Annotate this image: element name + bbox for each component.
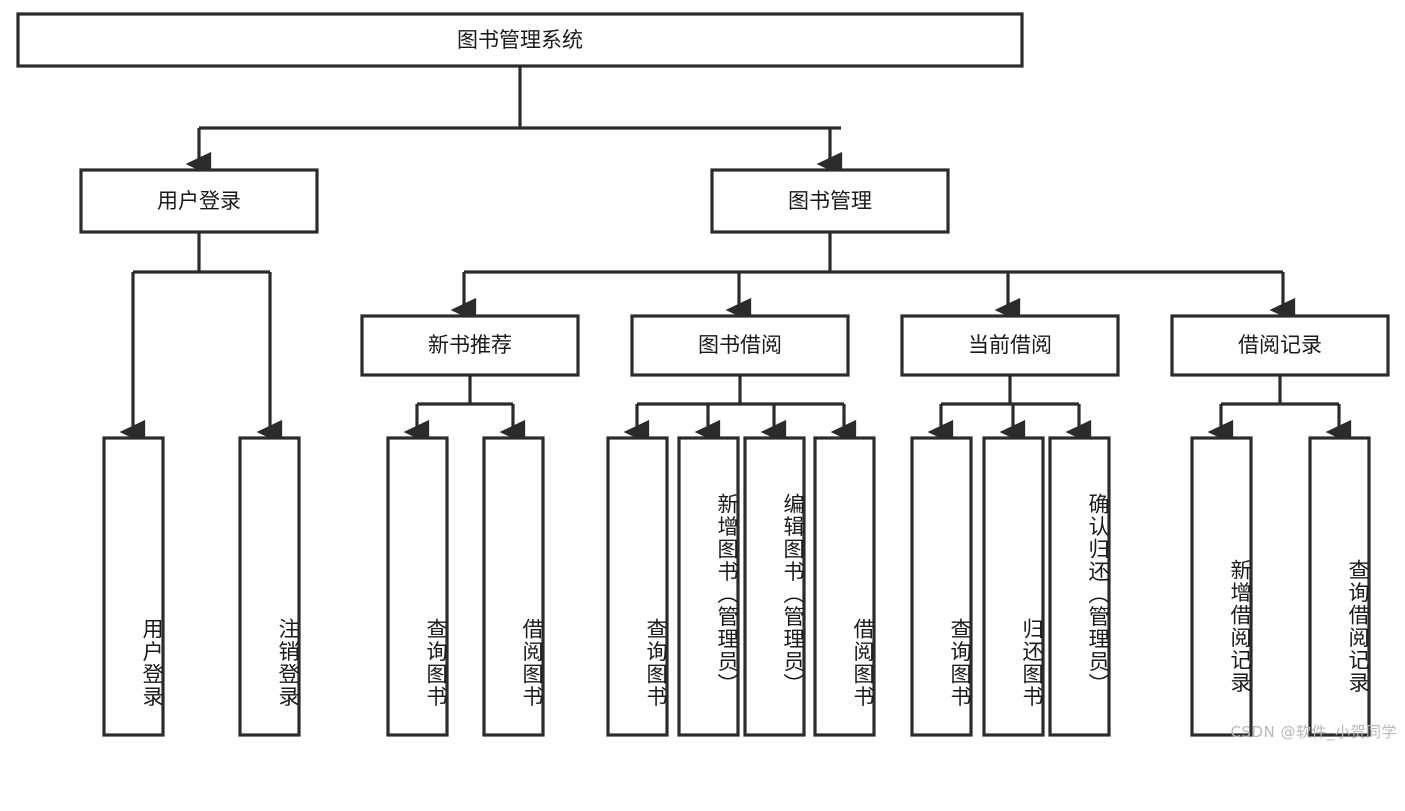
leaf-add-record-box[interactable] — [1190, 436, 1253, 737]
node-current-borrow-label: 当前借阅 — [968, 333, 1052, 357]
node-borrow-record-label: 借阅记录 — [1238, 333, 1322, 357]
connector-lines — [119, 66, 1352, 445]
leaf-query-book-cur-box[interactable] — [910, 436, 973, 737]
node-current-borrow-box[interactable] — [900, 314, 1120, 377]
node-book-borrow-label: 图书借阅 — [698, 333, 782, 357]
leaf-confirm-return-box[interactable] — [1048, 436, 1111, 737]
node-user-login-box[interactable] — [79, 168, 319, 234]
node-user-login-label: 用户登录 — [157, 189, 241, 213]
diagram-canvas: 图书管理系统 用户登录 图书管理 新书推荐 图书借阅 当前借阅 借阅记录 — [16, 12, 1397, 741]
node-book-borrow-box[interactable] — [630, 314, 850, 377]
node-new-book-recommend-label: 新书推荐 — [428, 333, 512, 357]
hierarchy-tree-svg: 图书管理系统 用户登录 图书管理 新书推荐 图书借阅 当前借阅 借阅记录 — [16, 12, 1390, 737]
csdn-watermark: CSDN @软件_小贺同学 — [1230, 723, 1397, 741]
leaf-logout-box[interactable] — [238, 436, 301, 737]
node-boxes: 图书管理系统 用户登录 图书管理 新书推荐 图书借阅 当前借阅 借阅记录 — [16, 12, 1390, 737]
leaf-return-book-box[interactable] — [982, 436, 1045, 737]
node-book-manage-label: 图书管理 — [788, 189, 872, 213]
leaf-user-login-box[interactable] — [102, 436, 165, 737]
leaf-query-book-new-box[interactable] — [386, 436, 449, 737]
node-borrow-record-box[interactable] — [1170, 314, 1390, 377]
leaf-borrow-book-new-box[interactable] — [482, 436, 545, 737]
node-book-manage-box[interactable] — [710, 168, 950, 234]
leaf-query-record-box[interactable] — [1308, 436, 1371, 737]
node-root-box[interactable] — [16, 12, 1024, 68]
leaf-borrow-book-box[interactable] — [813, 436, 876, 737]
leaf-edit-book-box[interactable] — [743, 436, 806, 737]
node-new-book-recommend-box[interactable] — [360, 314, 580, 377]
node-root-label: 图书管理系统 — [457, 28, 583, 52]
leaf-query-book-borrow-box[interactable] — [606, 436, 669, 737]
leaf-add-book-box[interactable] — [677, 436, 740, 737]
